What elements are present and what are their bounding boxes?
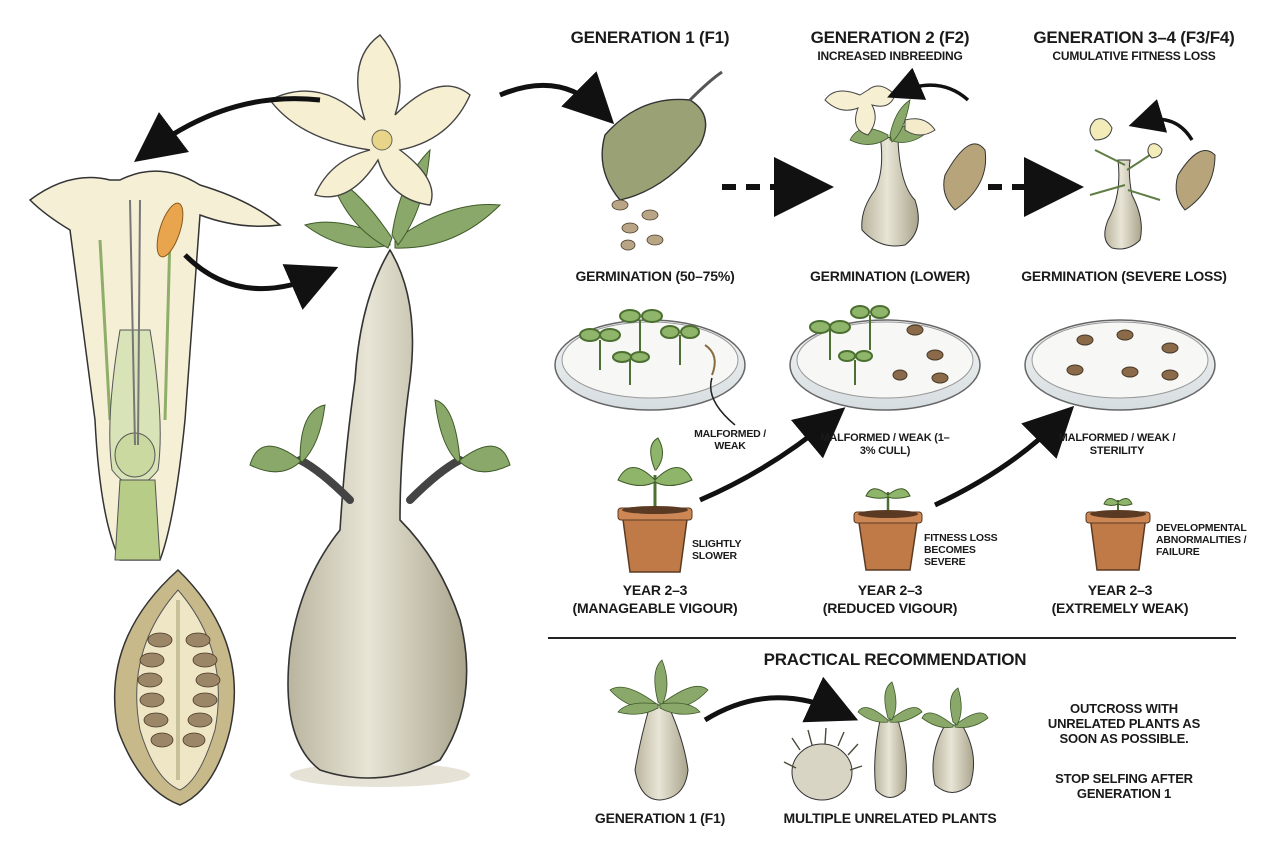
f3-germination-label: GERMINATION (SEVERE LOSS) [1021, 268, 1227, 284]
f1-title: GENERATION 1 (F1) [570, 28, 730, 47]
f2-seedling-note: MALFORMED / WEAK (1–3% CULL) [820, 432, 950, 457]
f2-pot [853, 488, 923, 571]
f3-subtitle: CUMULATIVE FITNESS LOSS [1052, 49, 1216, 63]
f1-pot-note: SLIGHTLY SLOWER [692, 538, 742, 563]
f2-petri-dish [789, 305, 981, 411]
f1-year-line1: YEAR 2–3 [622, 582, 688, 598]
f3-pot [1085, 498, 1151, 571]
section-to-trunk-arrow [183, 253, 339, 310]
f3-seedling-note: MALFORMED / WEAK / STERILITY [1058, 432, 1176, 457]
f3-year-line2: (EXTREMELY WEAK) [1051, 600, 1189, 616]
f1-petri-dish [554, 309, 746, 411]
rec-right-label: MULTIPLE UNRELATED PLANTS [783, 810, 997, 826]
rec-unrelated-plants [783, 681, 989, 801]
rec-outcross-arrow [703, 676, 859, 723]
recommendation-title: PRACTICAL RECOMMENDATION [763, 650, 1027, 669]
f2-plant [824, 85, 987, 247]
malformed-pointer-line [710, 377, 736, 426]
f2-year-line1: YEAR 2–3 [857, 582, 923, 598]
f2-subtitle: INCREASED INBREEDING [817, 49, 963, 63]
f3-plant [1089, 118, 1216, 250]
main-pachypodium-plant [249, 34, 511, 787]
f3-year-line1: YEAR 2–3 [1087, 582, 1153, 598]
f1-year-line2: (MANAGEABLE VIGOUR) [572, 600, 738, 616]
flower-to-section-arrow [133, 96, 321, 162]
rec-advice-outcross: OUTCROSS WITH UNRELATED PLANTS AS SOON A… [1047, 701, 1201, 746]
f2-pot-note: FITNESS LOSS BECOMES SEVERE [924, 532, 998, 569]
f2-pot-to-f3-dish-arrow [933, 405, 1075, 508]
f2-title: GENERATION 2 (F2) [810, 28, 970, 47]
rec-advice-stop-selfing: STOP SELFING AFTER GENERATION 1 [1055, 771, 1193, 801]
f3-pot-note: DEVELOPMENTAL ABNORMALITIES / FAILURE [1156, 522, 1247, 559]
f2-germination-label: GERMINATION (LOWER) [809, 268, 971, 284]
f3-title: GENERATION 3–4 (F3/F4) [1033, 28, 1235, 47]
main-flower [268, 34, 471, 206]
rec-f1-plant [609, 659, 709, 801]
flower-to-pod-arrow [499, 71, 615, 125]
f1-seedling-note: MALFORMED / WEAK [694, 428, 766, 453]
f1-pot-to-f2-dish-arrow [699, 407, 846, 503]
seed-pod-cross-section [113, 568, 236, 806]
rec-left-label: GENERATION 1 (F1) [594, 810, 726, 826]
flower-cross-section [28, 170, 282, 561]
f1-germination-label: GERMINATION (50–75%) [575, 268, 735, 284]
f1-pot [617, 437, 693, 573]
f3-petri-dish [1024, 319, 1216, 411]
f2-pod-cycle-arrow [887, 67, 970, 102]
f2-year-line2: (REDUCED VIGOUR) [822, 600, 958, 616]
f1-seed-pod [601, 70, 723, 251]
f3-pod-cycle-arrow [1128, 99, 1194, 141]
